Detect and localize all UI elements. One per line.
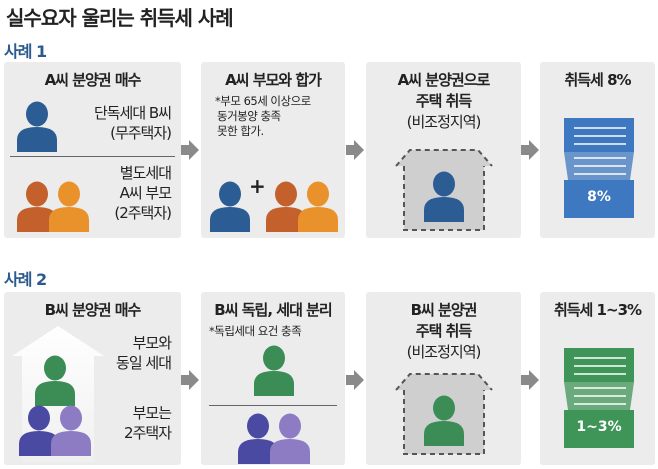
- document-shape: [564, 118, 634, 218]
- note-line: *독립세대 요건 충족: [209, 324, 302, 338]
- divider: [10, 156, 175, 157]
- divider: [209, 405, 337, 406]
- step-title: A씨 분양권 매수: [44, 71, 142, 89]
- page-title: 실수요자 울리는 취득세 사례: [6, 6, 234, 30]
- parents-label: 부모는: [132, 404, 172, 422]
- step-title: A씨 분양권으로: [397, 71, 491, 89]
- step-title: 주택 취득: [415, 322, 472, 340]
- note-line: 못한 합가.: [217, 124, 264, 138]
- mother-icon: [48, 180, 90, 236]
- single-household-label: 단독세대 B씨: [93, 104, 172, 122]
- b-person-icon: [253, 344, 295, 400]
- note-line: *부모 65세 이상으로: [215, 94, 311, 108]
- plus-icon: +: [249, 174, 266, 198]
- tax-rate: 8%: [587, 189, 611, 205]
- case2-step2-panel: B씨 독립, 세대 분리 *독립세대 요건 충족: [201, 292, 345, 465]
- mother-icon: [297, 180, 339, 236]
- document-shape: [564, 348, 634, 448]
- house-icon: [394, 372, 494, 460]
- parents-label: A씨 부모: [119, 184, 172, 202]
- case1-step4-panel: 취득세 8% 8%: [540, 62, 655, 238]
- tax-rate: 1~3%: [576, 419, 622, 435]
- b-person-icon: [34, 354, 76, 410]
- mother-icon: [269, 412, 311, 468]
- case1-step1-panel: A씨 분양권 매수 단독세대 B씨 (무주택자) 별도세대 A씨 부모 (2주택…: [4, 62, 181, 238]
- case1-label: 사례 1: [4, 42, 47, 61]
- region-label: (비조정지역): [406, 343, 482, 361]
- two-houses-label: (2주택자): [114, 204, 172, 222]
- step-title: B씨 분양권 매수: [44, 301, 142, 319]
- mother-icon: [50, 404, 92, 460]
- a-person-icon: [209, 180, 251, 236]
- case1-step2-panel: A씨 부모와 합가 *부모 65세 이상으로 동거봉양 충족 못한 합가. +: [201, 62, 345, 238]
- case1-step3-panel: A씨 분양권으로 주택 취득 (비조정지역): [366, 62, 521, 238]
- case2-step4-panel: 취득세 1~3% 1~3%: [540, 292, 655, 465]
- same-household-label: 부모와: [132, 334, 172, 352]
- step-title: 주택 취득: [415, 92, 472, 110]
- case2-step1-panel: B씨 분양권 매수 부모와 동일 세대 부모는 2주택자: [4, 292, 181, 465]
- father-icon: [237, 412, 279, 468]
- step-title: B씨 분양권: [410, 301, 478, 319]
- father-icon: [18, 404, 60, 460]
- step-title: A씨 부모와 합가: [225, 71, 322, 89]
- tax-document-icon: 1~3%: [564, 348, 634, 448]
- step-title: 취득세 8%: [564, 71, 631, 89]
- tax-document-icon: 8%: [564, 118, 634, 218]
- note-line: 동거봉양 충족: [217, 109, 281, 123]
- case2-label: 사례 2: [4, 270, 47, 289]
- father-icon: [16, 180, 58, 236]
- step-title: 취득세 1~3%: [553, 301, 642, 319]
- region-label: (비조정지역): [406, 113, 482, 131]
- two-houses-label: 2주택자: [124, 424, 172, 442]
- case2-step3-panel: B씨 분양권 주택 취득 (비조정지역): [366, 292, 521, 465]
- father-icon: [265, 180, 307, 236]
- same-household-label: 동일 세대: [116, 354, 172, 372]
- separate-household-label: 별도세대: [119, 164, 172, 182]
- step-title: B씨 독립, 세대 분리: [214, 301, 332, 319]
- house-icon: [394, 148, 494, 236]
- no-house-label: (무주택자): [110, 124, 172, 142]
- single-person-icon: [16, 100, 58, 156]
